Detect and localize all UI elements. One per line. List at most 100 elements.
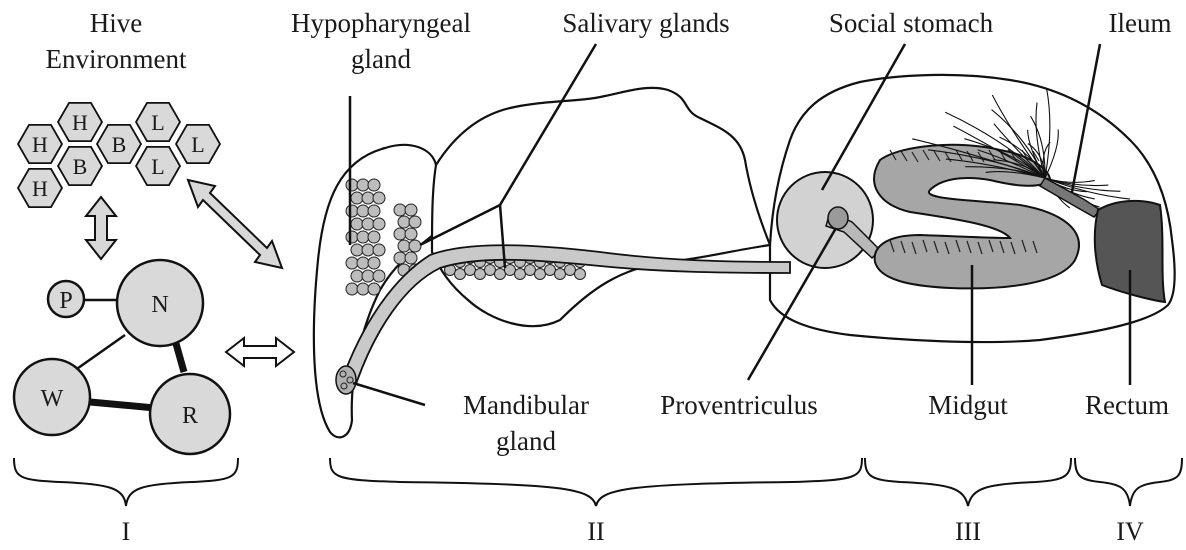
- mandibular-gland: [336, 366, 356, 394]
- node-w-label: W: [41, 386, 64, 412]
- gland-lobe: [373, 192, 385, 204]
- gland-lobe: [525, 265, 536, 276]
- hive-cell-label: L: [191, 132, 204, 157]
- hive-cell: L: [176, 125, 220, 163]
- gland-lobe: [485, 265, 496, 276]
- hive-network-double-arrow: [86, 197, 116, 259]
- rectum-label: Rectum: [1085, 390, 1169, 420]
- gland-lobe: [409, 216, 421, 228]
- hive-cell-label: B: [73, 154, 88, 179]
- gland-lobe: [351, 270, 363, 282]
- gland-lobe: [346, 205, 358, 217]
- hive-cell-label: L: [151, 154, 164, 179]
- gland-lobe: [357, 231, 369, 243]
- gland-lobe: [357, 257, 369, 269]
- hive-title-line2: Environment: [46, 44, 187, 74]
- gland-lobe: [368, 257, 380, 269]
- gland-lobe: [373, 244, 385, 256]
- gland-lobe: [362, 270, 374, 282]
- gland-lobe: [505, 265, 516, 276]
- gland-lobe: [368, 205, 380, 217]
- hive-cell: B: [97, 125, 141, 163]
- gland-lobe: [565, 265, 576, 276]
- social-stomach-label: Social stomach: [829, 8, 994, 38]
- brace-region-i: [14, 458, 238, 506]
- gland-lobe: [373, 218, 385, 230]
- hive-title-line1: Hive: [90, 8, 143, 38]
- gland-lobe: [535, 269, 546, 280]
- gland-lobe: [398, 240, 410, 252]
- gland-lobe: [373, 270, 385, 282]
- salivary-glands-label: Salivary glands: [562, 8, 729, 38]
- gland-lobe: [465, 265, 476, 276]
- gland-lobe: [351, 192, 363, 204]
- gland-lobe: [351, 244, 363, 256]
- gland-lobe: [368, 283, 380, 295]
- gland-lobe: [394, 204, 406, 216]
- gland-lobe: [455, 269, 466, 280]
- hive-cell: L: [136, 147, 180, 185]
- ileum-label: Ileum: [1109, 8, 1172, 38]
- gland-lobe: [368, 231, 380, 243]
- gland-lobe: [357, 205, 369, 217]
- hive-cell: H: [18, 125, 62, 163]
- gland-lobe: [351, 218, 363, 230]
- gland-lobe: [515, 269, 526, 280]
- gland-lobe: [475, 269, 486, 280]
- mandibular-label-line2: gland: [496, 426, 556, 456]
- gland-lobe: [346, 179, 358, 191]
- hypopharyngeal-label-line1: Hypopharyngeal: [291, 8, 471, 38]
- gland-lobe: [368, 179, 380, 191]
- mandibular-label-line1: Mandibular: [463, 390, 589, 420]
- gland-lobe: [357, 179, 369, 191]
- gland-lobe: [357, 283, 369, 295]
- brace-region-ii: [330, 458, 862, 506]
- gland-lobe: [555, 269, 566, 280]
- gland-lobe: [405, 204, 417, 216]
- region-label-iv: IV: [1116, 517, 1144, 546]
- gland-lobe: [495, 269, 506, 280]
- hive-cell-label: H: [32, 132, 48, 157]
- gland-lobe: [394, 228, 406, 240]
- region-braces: [14, 458, 1182, 506]
- gland-lobe: [405, 228, 417, 240]
- hypopharyngeal-label-line2: gland: [351, 44, 411, 74]
- brace-region-iv: [1075, 458, 1182, 506]
- gland-lobe: [545, 265, 556, 276]
- gland-lobe: [346, 257, 358, 269]
- gland-lobe: [362, 192, 374, 204]
- gland-lobe: [405, 252, 417, 264]
- node-p-label: P: [59, 288, 72, 314]
- thorax-outline: [432, 88, 770, 326]
- hive-cell-label: B: [112, 132, 127, 157]
- gland-lobe: [575, 269, 586, 280]
- hive-cell-label: H: [72, 110, 88, 135]
- brace-region-iii: [865, 458, 1071, 506]
- hive-cell: B: [58, 147, 102, 185]
- gland-lobe: [409, 240, 421, 252]
- node-n-label: N: [151, 292, 168, 318]
- proventriculus-label: Proventriculus: [660, 390, 817, 420]
- hive-cell: H: [18, 169, 62, 207]
- gland-lobe: [362, 218, 374, 230]
- social-network-graph: P N W R: [14, 260, 230, 454]
- hive-cell-label: L: [151, 110, 164, 135]
- region-label-i: I: [122, 517, 131, 546]
- region-label-iii: III: [955, 517, 981, 546]
- gland-lobe: [346, 231, 358, 243]
- hive-cell: L: [136, 103, 180, 141]
- network-gut-double-arrow: [226, 338, 294, 366]
- region-label-ii: II: [587, 517, 604, 546]
- midgut-label: Midgut: [928, 390, 1008, 420]
- hive-cell: H: [58, 103, 102, 141]
- hive-gut-double-arrow: [188, 180, 282, 268]
- hive-cell-label: H: [32, 176, 48, 201]
- gland-lobe: [362, 244, 374, 256]
- gland-lobe: [394, 252, 406, 264]
- gland-lobe: [398, 216, 410, 228]
- gland-lobe: [346, 283, 358, 295]
- node-r-label: R: [182, 403, 198, 429]
